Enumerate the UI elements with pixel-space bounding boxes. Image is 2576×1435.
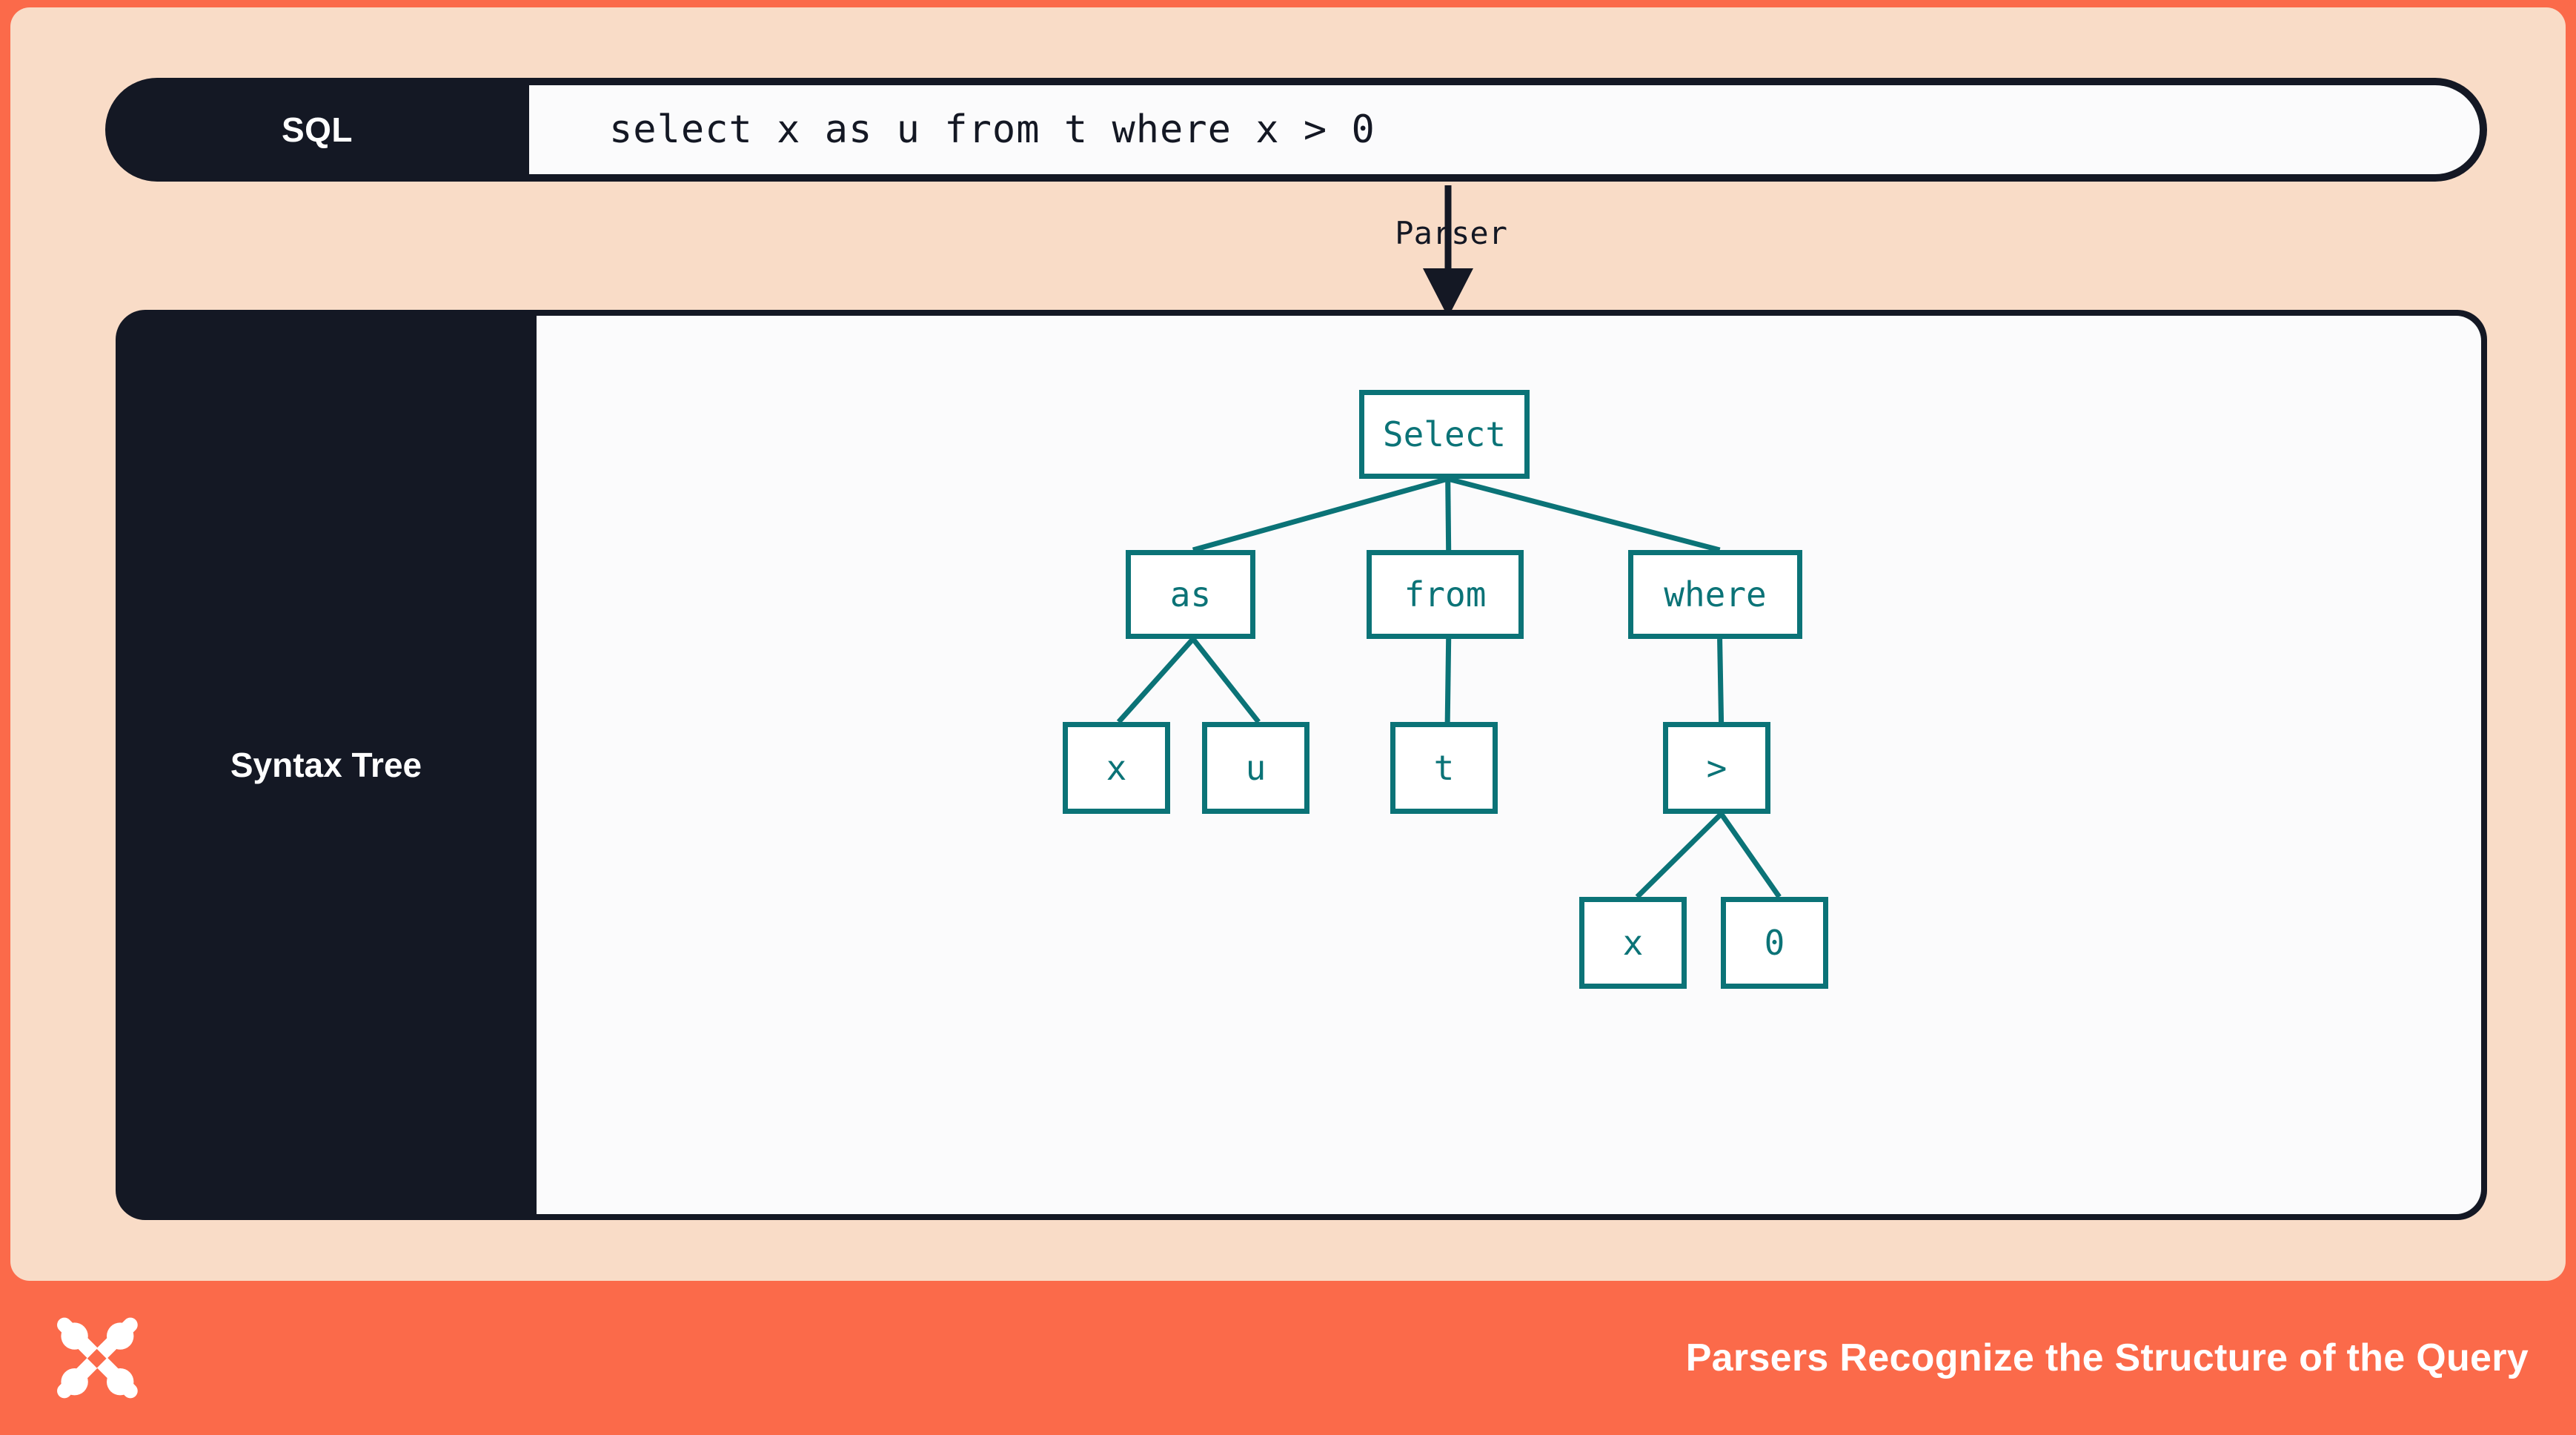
- syntax-tree-canvas: Select as from where x u t > x 0: [537, 316, 2481, 1214]
- tree-node-where[interactable]: where: [1628, 550, 1802, 639]
- arrow-down-icon: [1423, 185, 1473, 317]
- content-card: SQL select x as u from t where x > 0 Par…: [10, 7, 2566, 1281]
- tree-edge: [1116, 637, 1195, 724]
- tree-node-gt-x[interactable]: x: [1579, 897, 1687, 989]
- tree-node-select[interactable]: Select: [1359, 390, 1530, 479]
- tree-node-from-t[interactable]: t: [1390, 722, 1498, 814]
- tree-node-label: as: [1169, 574, 1212, 614]
- sql-input-row: SQL select x as u from t where x > 0: [105, 78, 2487, 182]
- tree-node-label: t: [1433, 748, 1455, 788]
- sql-query-field[interactable]: select x as u from t where x > 0: [529, 85, 2480, 174]
- tree-node-label: u: [1245, 748, 1267, 788]
- tree-edge: [1719, 812, 1782, 899]
- tree-node-label: from: [1404, 574, 1487, 614]
- tree-node-label: >: [1706, 748, 1727, 788]
- tree-edge: [1635, 812, 1724, 899]
- tree-node-gt[interactable]: >: [1663, 722, 1770, 814]
- tree-edge: [1717, 638, 1724, 723]
- sql-row-label: SQL: [281, 110, 353, 149]
- tree-edge: [1444, 638, 1452, 723]
- tree-node-label: 0: [1764, 923, 1785, 963]
- tree-node-label: where: [1664, 574, 1767, 614]
- syntax-tree-panel: Syntax Tree Select as from where x u t > x 0: [116, 310, 2487, 1220]
- tree-node-label: Select: [1382, 414, 1507, 454]
- syntax-tree-edges: [1116, 476, 1782, 899]
- tree-node-label: x: [1622, 923, 1644, 963]
- tree-node-from[interactable]: from: [1367, 550, 1524, 639]
- parser-transform-arrow: Parser: [1315, 185, 1581, 319]
- parser-label: Parser: [1395, 215, 1507, 251]
- tree-edge: [1191, 637, 1261, 724]
- tree-node-gt-0[interactable]: 0: [1721, 897, 1828, 989]
- tree-edge: [1192, 476, 1449, 553]
- footer-bar: Parsers Recognize the Structure of the Q…: [0, 1281, 2576, 1435]
- tree-node-as[interactable]: as: [1126, 550, 1255, 639]
- tree-node-as-u[interactable]: u: [1202, 722, 1309, 814]
- tree-edge: [1445, 478, 1452, 551]
- tree-edge: [1447, 476, 1721, 553]
- sql-query-text: select x as u from t where x > 0: [609, 107, 1375, 152]
- x-cross-diamond-logo-icon: [57, 1317, 138, 1399]
- tree-node-label: x: [1106, 748, 1127, 788]
- tree-node-as-x[interactable]: x: [1063, 722, 1170, 814]
- footer-caption: Parsers Recognize the Structure of the Q…: [1685, 1336, 2529, 1379]
- syntax-tree-label: Syntax Tree: [230, 746, 422, 784]
